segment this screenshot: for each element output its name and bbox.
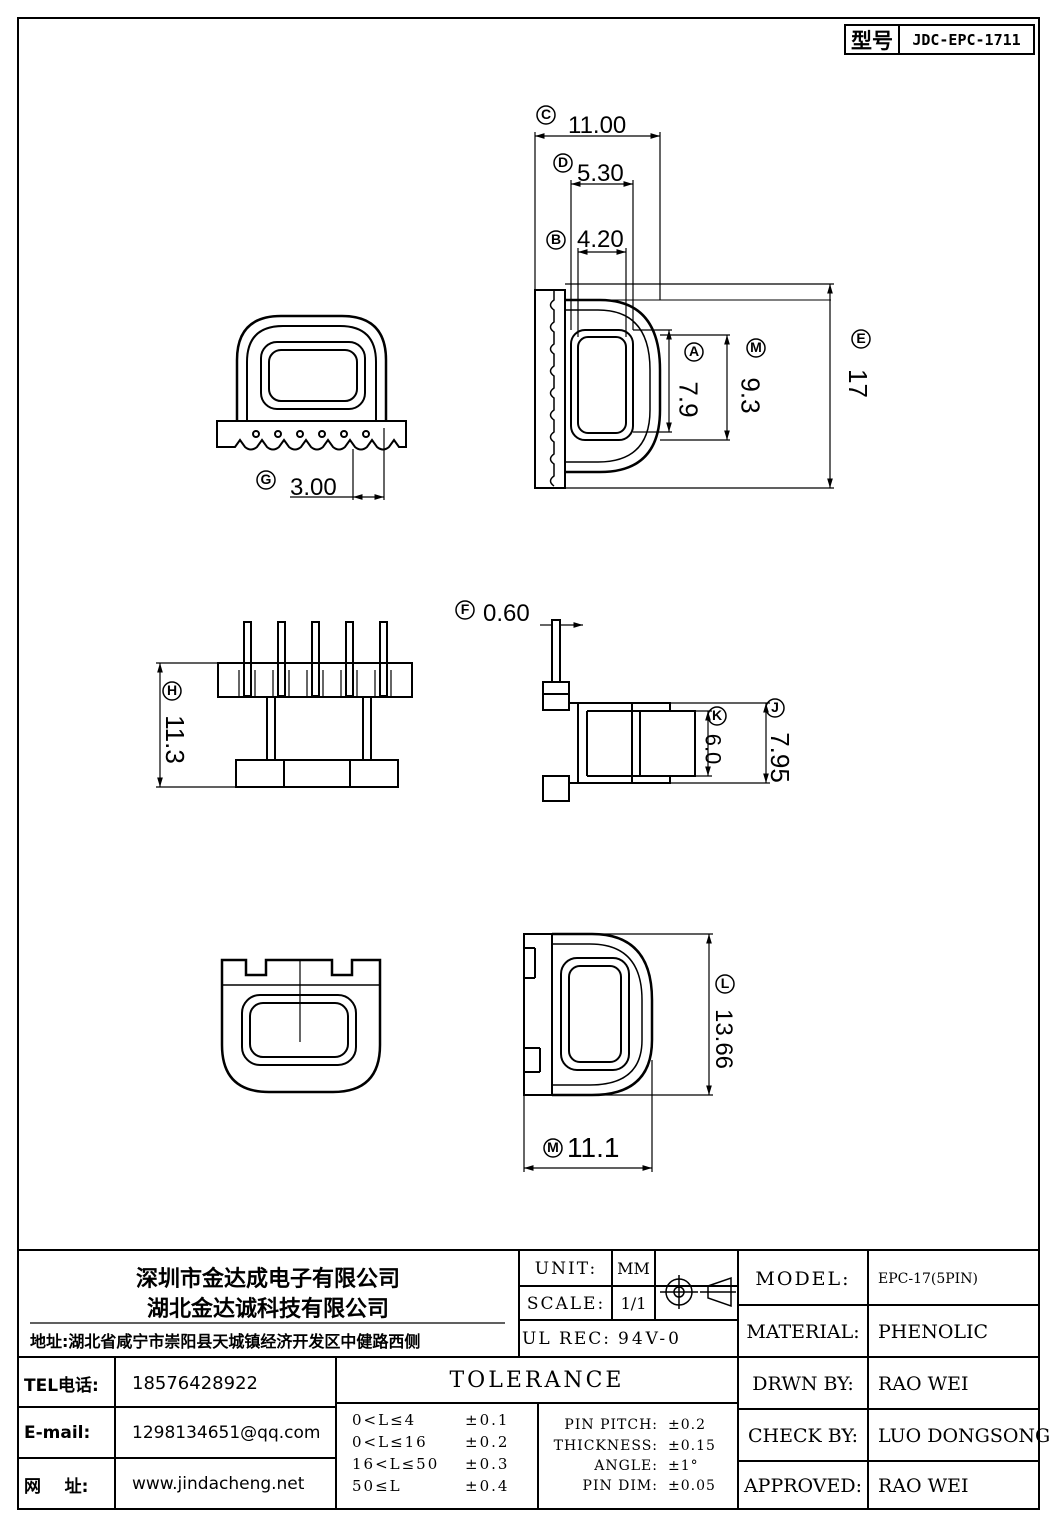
balloon-M2: M xyxy=(547,1139,559,1155)
dim-D-value: 5.30 xyxy=(577,160,624,187)
tolerance-value-2: ±0.2 xyxy=(465,1432,510,1451)
model-label: MODEL: xyxy=(755,1268,851,1290)
balloon-D: D xyxy=(557,154,569,170)
model-box-value: JDC-EPC-1711 xyxy=(898,24,1035,55)
tel-label: TEL电话: xyxy=(24,1375,99,1396)
unit-value: MM xyxy=(617,1259,650,1278)
tolerance-range-1: 0<L≤4 xyxy=(352,1410,417,1429)
model-box-label: 型号 xyxy=(844,24,900,55)
dim-H-value: 11.3 xyxy=(159,715,190,764)
spec-label-pin-dim: PIN DIM: xyxy=(582,1478,658,1494)
check-by-label: CHECK BY: xyxy=(748,1424,858,1447)
scale-label: SCALE: xyxy=(526,1293,606,1314)
tolerance-value-4: ±0.4 xyxy=(465,1476,510,1495)
model-value: EPC-17(5PIN) xyxy=(878,1271,978,1287)
email-label: E-mail: xyxy=(24,1423,91,1443)
unit-label: UNIT: xyxy=(534,1258,598,1279)
dim-E-value: 17 xyxy=(842,369,873,398)
tolerance-range-3: 16<L≤50 xyxy=(352,1454,440,1473)
company-name-2: 湖北金达诚科技有限公司 xyxy=(146,1297,389,1322)
spec-label-pin-pitch: PIN PITCH: xyxy=(564,1417,658,1433)
dim-F-value: 0.60 xyxy=(483,600,530,627)
side-view-top-outline xyxy=(534,132,834,489)
tolerance-value-1: ±0.1 xyxy=(465,1410,510,1429)
tolerance-value-3: ±0.3 xyxy=(465,1454,510,1473)
ulrec-value: 94V-0 xyxy=(618,1328,682,1349)
spec-value-angle: ±1° xyxy=(668,1458,699,1474)
spec-label-angle: ANGLE: xyxy=(594,1458,658,1474)
spec-label-thickness: THICKNESS: xyxy=(553,1438,658,1454)
balloon-F: F xyxy=(460,601,470,617)
spec-value-pin-pitch: ±0.2 xyxy=(668,1417,706,1433)
balloon-H: H xyxy=(166,682,178,698)
material-label: MATERIAL: xyxy=(746,1320,860,1343)
bottom-view-outline xyxy=(220,958,382,1094)
tolerance-range-2: 0<L≤16 xyxy=(352,1432,428,1451)
check-by-value: LUO DONGSONG xyxy=(878,1424,1051,1447)
company-address: 地址:湖北省咸宁市崇阳县天城镇经济开发区中健路西侧 xyxy=(30,1332,421,1351)
balloon-B: B xyxy=(550,231,562,247)
dim-M2-value: 11.1 xyxy=(567,1132,620,1163)
side-view-bottom-outline xyxy=(523,932,713,1172)
top-view-outline xyxy=(216,314,407,500)
dim-A-value: 7.9 xyxy=(673,381,704,418)
tolerance-title: TOLERANCE xyxy=(449,1367,625,1393)
title-block-grid xyxy=(17,1249,1040,1510)
tel-value: 18576428922 xyxy=(132,1372,258,1394)
ulrec-label: UL REC: xyxy=(522,1328,611,1349)
balloon-G: G xyxy=(260,471,272,487)
balloon-J: J xyxy=(771,699,779,715)
balloon-E: E xyxy=(856,330,866,346)
balloon-M: M xyxy=(750,339,762,355)
side-view-mid-outline xyxy=(540,619,770,802)
dim-J-value: 7.95 xyxy=(764,732,795,783)
material-value: PHENOLIC xyxy=(878,1320,989,1343)
balloon-C: C xyxy=(540,106,552,122)
scale-value: 1/1 xyxy=(620,1294,647,1313)
web-value: www.jindacheng.net xyxy=(132,1474,305,1494)
drawn-by-label: DRWN BY: xyxy=(752,1372,854,1395)
spec-value-thickness: ±0.15 xyxy=(668,1438,716,1454)
projection-symbol xyxy=(660,1275,736,1309)
dim-M-value: 9.3 xyxy=(735,377,766,414)
dim-K-value: 6.0 xyxy=(700,733,726,765)
email-value: 1298134651@qq.com xyxy=(132,1423,321,1443)
front-view-outline xyxy=(156,621,413,788)
drawing-frame xyxy=(17,17,1040,1510)
balloon-K: K xyxy=(711,707,723,723)
balloon-L: L xyxy=(720,975,730,991)
drawn-by-value: RAO WEI xyxy=(878,1372,969,1395)
company-name-1: 深圳市金达成电子有限公司 xyxy=(135,1267,400,1292)
spec-value-pin-dim: ±0.05 xyxy=(668,1478,716,1494)
web-label: 网 址: xyxy=(24,1476,89,1497)
balloon-A: A xyxy=(688,343,700,359)
dim-B-value: 4.20 xyxy=(577,226,624,253)
tolerance-range-4: 50≤L xyxy=(352,1476,402,1495)
dim-C-value: 11.00 xyxy=(568,112,627,139)
approved-label: APPROVED: xyxy=(743,1475,863,1497)
dim-G-value: 3.00 xyxy=(290,474,337,501)
dim-L-value: 13.66 xyxy=(710,1008,738,1070)
approved-value: RAO WEI xyxy=(878,1475,969,1497)
